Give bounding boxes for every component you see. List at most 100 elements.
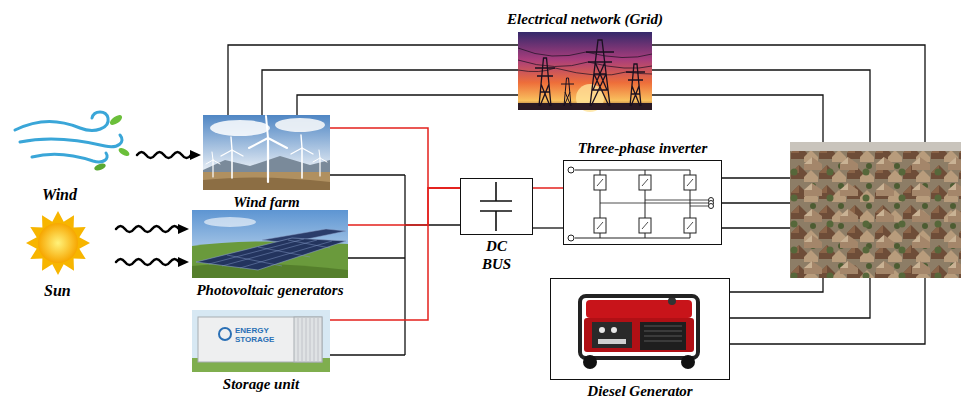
wavy-arrows xyxy=(116,226,179,232)
grid-image xyxy=(518,48,652,75)
ac-wire xyxy=(730,278,823,292)
dc-bus-capacitor xyxy=(460,178,533,235)
storage-image xyxy=(192,310,330,372)
diesel-generator-image xyxy=(611,327,617,333)
image-text: ENERGY STORAGE xyxy=(235,326,283,344)
ac-wire xyxy=(652,95,823,142)
wind-icon xyxy=(15,112,122,162)
dc-wire xyxy=(404,175,405,355)
grid-wire xyxy=(297,95,518,115)
ac-wire xyxy=(730,278,925,344)
wavy-arrows xyxy=(116,259,179,265)
node-title: Diesel Generator xyxy=(587,382,692,400)
sun-icon xyxy=(38,223,78,263)
node-title: Wind farm xyxy=(233,193,300,211)
storage-image xyxy=(198,317,322,362)
dc-bus-capacitor xyxy=(480,182,512,231)
diesel-generator-image xyxy=(584,318,694,352)
diesel-generator-image xyxy=(550,278,730,380)
wind-icon xyxy=(93,162,106,172)
wind-farm-image xyxy=(212,160,213,177)
grid-wire xyxy=(262,70,518,115)
ac-wire xyxy=(652,70,870,142)
node-title: Three-phase inverter xyxy=(578,139,708,157)
houses-image xyxy=(790,142,961,278)
wind-farm-image xyxy=(313,150,327,162)
arrow-heads xyxy=(178,224,189,234)
dc-wire xyxy=(330,354,405,355)
ac-wire xyxy=(722,227,790,228)
dc-wire xyxy=(533,227,563,228)
inverter-circuit xyxy=(568,235,574,241)
wind-farm-image xyxy=(319,158,320,176)
dc-link-wire xyxy=(533,187,563,189)
diesel-generator-image xyxy=(640,322,686,350)
wavy-arrows xyxy=(116,152,191,265)
dc-link-wire xyxy=(348,188,460,225)
inverter-circuit xyxy=(568,167,714,241)
diesel-generator-image xyxy=(598,339,626,344)
ac-wire xyxy=(722,177,790,178)
houses-image xyxy=(790,142,961,278)
inverter-circuit xyxy=(600,200,708,206)
diesel-generator-image xyxy=(592,322,632,348)
wind-farm-image xyxy=(221,137,243,156)
inverter-circuit xyxy=(568,167,574,173)
dc-bus-box: DC BUS xyxy=(460,178,533,235)
diesel-generator-image xyxy=(599,327,605,333)
wind-farm-image xyxy=(301,148,303,178)
photovoltaic-image xyxy=(192,210,348,278)
diesel-generator-image xyxy=(580,296,698,358)
dc-wire xyxy=(330,174,405,175)
wind-icon xyxy=(117,146,130,157)
houses-image xyxy=(790,142,961,151)
wind-icon xyxy=(20,135,122,147)
inverter-circuit xyxy=(709,204,714,209)
diesel-generator-image xyxy=(681,355,695,369)
node-title: Photovoltaic generators xyxy=(196,281,343,299)
grid-image-box: Electrical network (Grid) xyxy=(518,32,652,110)
arrow-heads xyxy=(190,150,201,160)
wind-farm-image xyxy=(267,138,269,182)
wind-farm-image xyxy=(275,118,325,132)
ac-wire xyxy=(722,202,790,203)
wind-farm-image xyxy=(291,135,313,154)
diesel-generator-image xyxy=(550,278,730,380)
photovoltaic-box: Photovoltaic generators xyxy=(192,210,348,278)
inverter-circuit xyxy=(575,170,690,238)
wind-icon xyxy=(108,113,123,127)
photovoltaic-image xyxy=(196,238,346,270)
diesel-generator-image xyxy=(644,326,682,341)
wind-farm-image xyxy=(203,177,330,190)
wind-farm-image xyxy=(231,150,233,178)
diesel-generator-box: Diesel Generator xyxy=(550,278,730,380)
storage-image xyxy=(192,310,330,372)
wind-icon xyxy=(15,112,131,172)
node-title: Storage unit xyxy=(223,375,299,393)
sun-icon xyxy=(26,211,90,275)
wind-icon xyxy=(32,153,107,162)
photovoltaic-image xyxy=(209,239,332,268)
source-label: Sun xyxy=(44,281,71,300)
dc-link-wire xyxy=(330,188,460,320)
grid-image xyxy=(586,40,614,106)
inverter-circuit xyxy=(563,160,722,245)
houses-image xyxy=(790,142,961,278)
diesel-generator-image xyxy=(586,300,692,318)
wind-farm-image xyxy=(210,120,270,136)
sun-icon xyxy=(26,211,90,275)
dc-link-wire xyxy=(330,128,460,188)
diesel-generator-image xyxy=(583,355,597,369)
ac-wire xyxy=(730,278,870,318)
storage-image xyxy=(294,317,322,362)
source-label: Wind xyxy=(42,185,77,204)
grid-image xyxy=(626,64,645,106)
wind-farm-image xyxy=(249,116,287,148)
inverter-circuit xyxy=(563,160,722,245)
inverter-box: Three-phase inverter xyxy=(563,160,722,245)
